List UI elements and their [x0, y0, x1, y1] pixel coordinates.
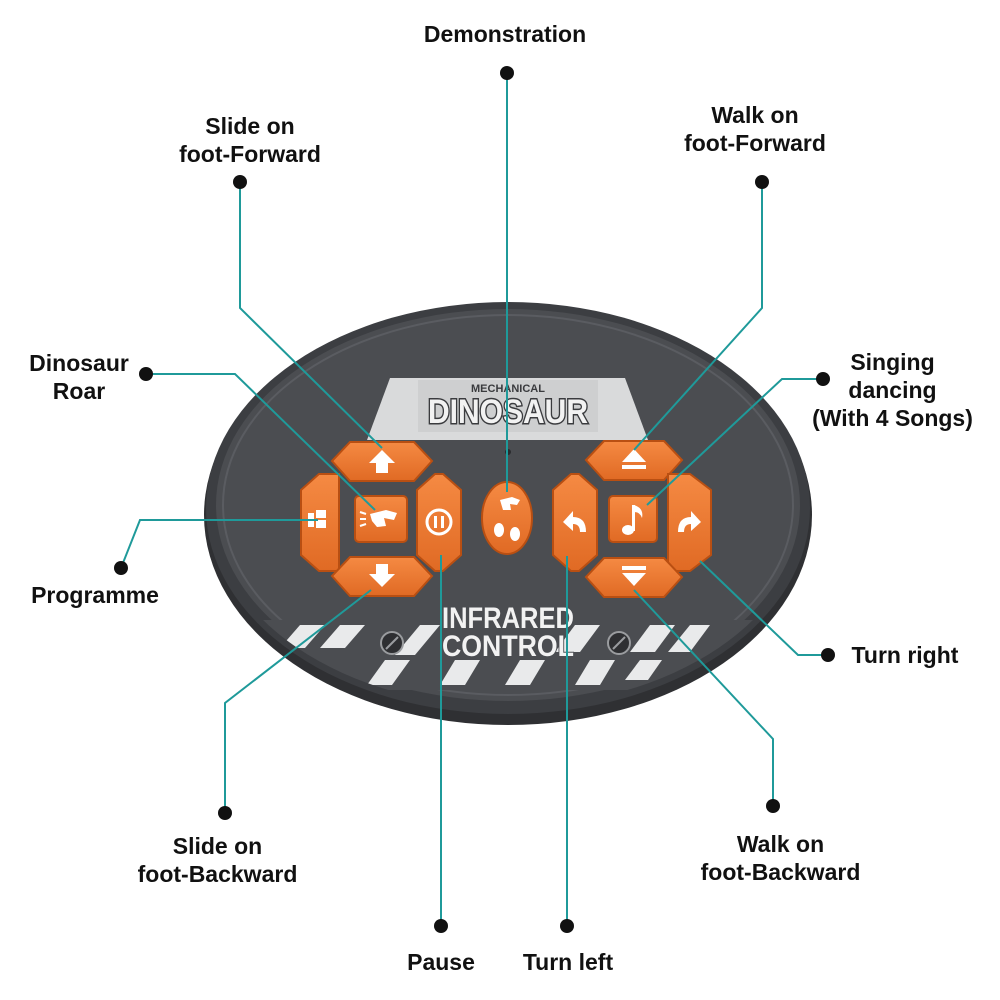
dot-dinosaur-roar: [139, 367, 153, 381]
pause-button[interactable]: [416, 473, 462, 572]
label-slide-forward: Slide on foot-Forward: [160, 112, 340, 168]
dot-slide-forward: [233, 175, 247, 189]
dot-walk-backward: [766, 799, 780, 813]
dinosaur-roar-icon: [359, 510, 397, 527]
label-walk-forward-line1: Walk on: [711, 102, 799, 128]
dot-turn-left: [560, 919, 574, 933]
label-demonstration: Demonstration: [400, 20, 610, 48]
label-dinosaur-roar-line2: Roar: [52, 378, 106, 404]
footer-line2-text: CONTROL: [442, 630, 574, 663]
label-walk-forward: Walk on foot-Forward: [665, 101, 845, 157]
label-pause: Pause: [385, 948, 497, 976]
label-turn-left: Turn left: [508, 948, 628, 976]
label-turn-left-line1: Turn left: [522, 949, 614, 975]
label-singing-line2: dancing: [848, 377, 937, 403]
callout-dinosaur-roar: [146, 373, 376, 511]
callout-dots: [114, 66, 835, 933]
callout-singing: [646, 378, 823, 506]
dot-walk-forward: [755, 175, 769, 189]
walk-backward-button[interactable]: [584, 557, 684, 598]
label-programme: Programme: [20, 581, 170, 609]
turn-left-icon: [563, 511, 586, 532]
music-note-icon: [622, 505, 643, 535]
callout-walk-forward: [633, 182, 763, 451]
brand-top-text: MECHANICAL: [471, 383, 545, 395]
label-singing-dancing: Singing dancing (With 4 Songs): [800, 348, 985, 432]
programme-button[interactable]: [300, 473, 340, 572]
demonstration-icon: [494, 497, 520, 541]
turn-right-button[interactable]: [667, 473, 712, 572]
dot-turn-right: [821, 648, 835, 662]
turn-right-icon: [678, 511, 701, 532]
callout-turn-right: [699, 560, 828, 656]
dot-programme: [114, 561, 128, 575]
dot-slide-backward: [218, 806, 232, 820]
callout-slide-backward: [224, 589, 372, 813]
label-walk-backward: Walk on foot-Backward: [688, 830, 873, 886]
label-slide-backward-line2: foot-Backward: [137, 861, 298, 887]
label-demonstration-line1: Demonstration: [423, 21, 587, 47]
dinosaur-roar-button[interactable]: [354, 495, 408, 543]
pause-icon: [425, 508, 453, 536]
callout-lines: [120, 73, 828, 926]
programme-icon: [308, 510, 326, 528]
label-walk-backward-line1: Walk on: [736, 831, 825, 857]
dot-demonstration: [500, 66, 514, 80]
arrow-down-icon: [369, 564, 395, 587]
callout-slide-forward: [239, 182, 383, 449]
label-pause-line1: Pause: [407, 949, 475, 975]
label-slide-forward-line1: Slide on: [205, 113, 295, 139]
label-singing-line1: Singing: [850, 349, 935, 375]
label-dinosaur-roar: Dinosaur Roar: [14, 349, 144, 405]
dot-pause: [434, 919, 448, 933]
walk-forward-button[interactable]: [584, 440, 684, 481]
demonstration-button[interactable]: [481, 481, 533, 555]
eject-up-icon: [622, 449, 646, 469]
screw-icon: [607, 631, 631, 655]
label-dinosaur-roar-line1: Dinosaur: [29, 350, 129, 376]
label-walk-backward-line2: foot-Backward: [700, 859, 861, 885]
label-slide-forward-line2: foot-Forward: [179, 141, 321, 167]
singing-dancing-button[interactable]: [608, 495, 658, 543]
turn-left-button[interactable]: [552, 473, 598, 572]
callout-programme: [120, 519, 318, 569]
label-walk-forward-line2: foot-Forward: [684, 130, 826, 156]
dot-singing: [816, 372, 830, 386]
arrow-up-icon: [369, 450, 395, 473]
label-singing-line3: (With 4 Songs): [812, 405, 973, 431]
screw-icon: [380, 631, 404, 655]
label-turn-right-line1: Turn right: [851, 642, 959, 668]
callout-walk-backward: [633, 589, 774, 806]
label-slide-backward: Slide on foot-Backward: [125, 832, 310, 888]
footer-line1-text: INFRARED: [442, 602, 574, 635]
label-slide-backward-line1: Slide on: [172, 833, 263, 859]
slide-backward-button[interactable]: [330, 556, 434, 597]
label-turn-right: Turn right: [840, 641, 970, 669]
eject-down-icon: [622, 566, 646, 586]
label-programme-line1: Programme: [31, 582, 159, 608]
slide-forward-button[interactable]: [330, 441, 434, 482]
stripe-set: [280, 625, 710, 685]
